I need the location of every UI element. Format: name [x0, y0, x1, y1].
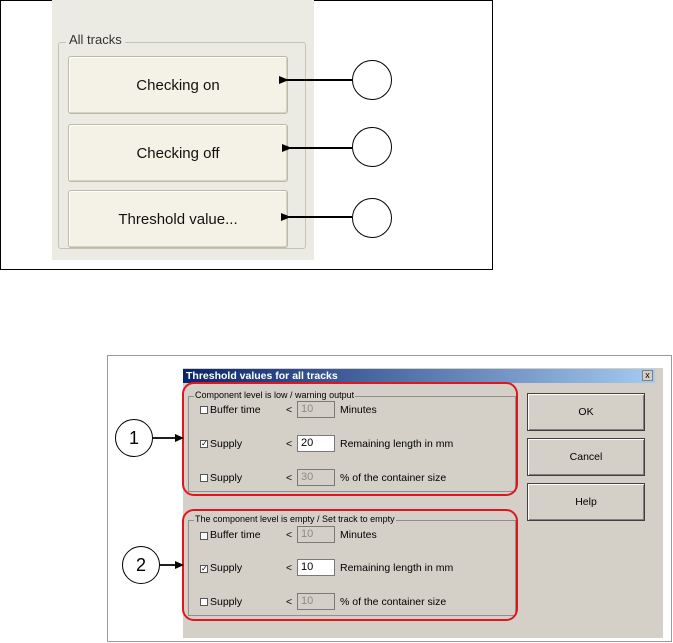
callout-circle-1 — [352, 60, 392, 100]
supply-label: Supply — [210, 438, 243, 450]
help-button[interactable]: Help — [527, 483, 645, 521]
unit-label: Remaining length in mm — [340, 438, 454, 450]
buffer-time-checkbox[interactable] — [200, 406, 208, 414]
buffer-time-input[interactable]: 10 — [297, 401, 335, 418]
buffer-time-label: Buffer time — [210, 404, 261, 416]
callout-circle-2 — [352, 127, 392, 167]
callout-number-1: 1 — [115, 419, 153, 457]
supply-length-input[interactable]: 20 — [297, 435, 335, 452]
supply-length-checkbox[interactable]: ✓ — [200, 564, 208, 573]
all-tracks-group-title: All tracks — [66, 32, 125, 47]
buffer-time-label: Buffer time — [210, 529, 261, 541]
checking-off-button[interactable]: Checking off — [68, 124, 288, 182]
callout-circle-3 — [352, 198, 392, 238]
ok-button[interactable]: OK — [527, 393, 645, 431]
callout-number-2: 2 — [122, 546, 160, 584]
unit-label: Remaining length in mm — [340, 562, 454, 574]
all-tracks-group — [58, 42, 306, 249]
supply-percent-checkbox[interactable] — [200, 474, 208, 482]
buffer-time-input[interactable]: 10 — [297, 526, 335, 543]
supply-label: Supply — [210, 596, 243, 608]
less-than-label: < — [286, 562, 293, 574]
less-than-label: < — [286, 472, 293, 484]
buffer-time-checkbox[interactable] — [200, 532, 208, 540]
supply-label: Supply — [210, 472, 243, 484]
less-than-label: < — [286, 404, 293, 416]
close-icon[interactable]: x — [642, 370, 653, 381]
supply-length-input[interactable]: 10 — [297, 559, 335, 576]
supply-label: Supply — [210, 562, 243, 574]
unit-label: % of the container size — [340, 472, 447, 484]
less-than-label: < — [286, 596, 293, 608]
low-level-group-title: Component level is low / warning output — [194, 390, 356, 400]
supply-length-checkbox[interactable]: ✓ — [200, 439, 208, 448]
empty-level-group-title: The component level is empty / Set track… — [194, 514, 396, 524]
supply-percent-checkbox[interactable] — [200, 598, 208, 606]
less-than-label: < — [286, 529, 293, 541]
cancel-button[interactable]: Cancel — [527, 438, 645, 476]
unit-label: Minutes — [340, 529, 377, 541]
dialog-title-bar: Threshold values for all tracks — [183, 369, 655, 383]
less-than-label: < — [286, 438, 293, 450]
unit-label: % of the container size — [340, 596, 447, 608]
supply-percent-input[interactable]: 10 — [297, 593, 335, 610]
checking-on-button[interactable]: Checking on — [68, 56, 288, 114]
unit-label: Minutes — [340, 404, 377, 416]
supply-percent-input[interactable]: 30 — [297, 469, 335, 486]
